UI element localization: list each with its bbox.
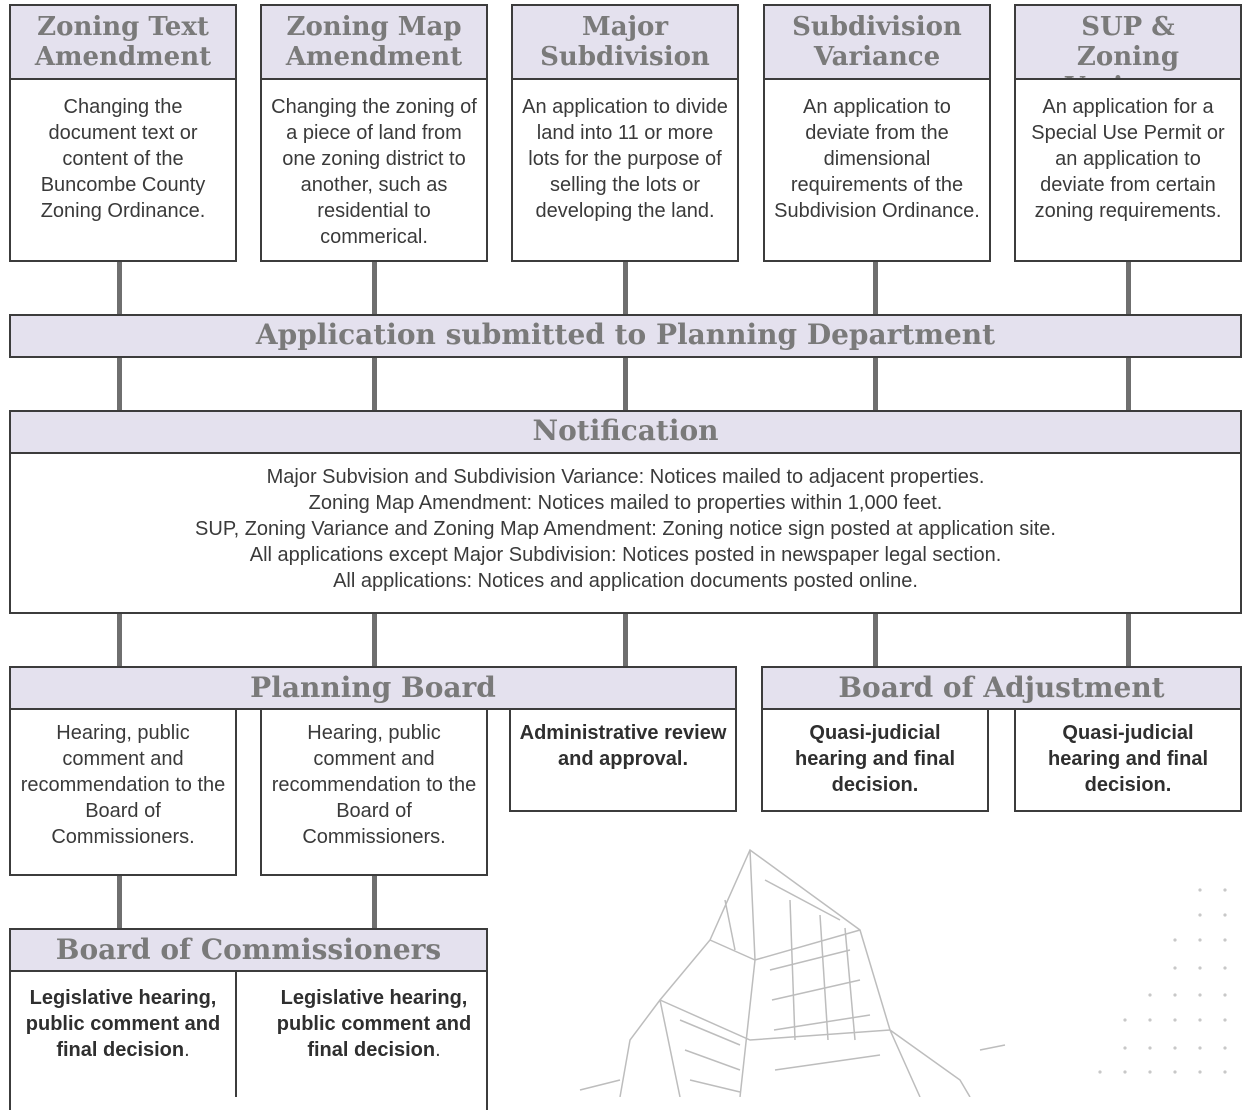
title-line: Subdivision bbox=[540, 42, 710, 72]
title-line: Zoning Text bbox=[37, 12, 209, 42]
title-line: Amendment bbox=[34, 42, 212, 72]
board-of-adjustment-step: Quasi-judicial hearing and final decisio… bbox=[1014, 708, 1242, 812]
top-box-title: Zoning Text Amendment bbox=[9, 4, 237, 80]
title-line: Variance bbox=[813, 42, 941, 72]
connector-line bbox=[623, 358, 628, 410]
connector-line bbox=[873, 614, 878, 666]
dot-pattern bbox=[1098, 888, 1227, 1074]
commissioners-step-tail: . bbox=[184, 1039, 190, 1061]
connector-line bbox=[117, 614, 122, 666]
title-line: Subdivision bbox=[792, 12, 962, 42]
top-box-description: An application for a Special Use Permit … bbox=[1014, 78, 1242, 262]
connector-line bbox=[372, 358, 377, 410]
planning-board-header: Planning Board bbox=[9, 666, 737, 710]
notification-line: SUP, Zoning Variance and Zoning Map Amen… bbox=[195, 518, 1056, 540]
notification-line: All applications: Notices and applicatio… bbox=[333, 570, 918, 592]
connector-line bbox=[117, 876, 122, 928]
notification-details: Major Subvision and Subdivision Variance… bbox=[9, 452, 1242, 614]
top-box-description: Changing the document text or content of… bbox=[9, 78, 237, 262]
notification-line: Zoning Map Amendment: Notices mailed to … bbox=[308, 492, 943, 514]
connector-line bbox=[372, 614, 377, 666]
connector-line bbox=[117, 358, 122, 410]
top-box-description: An application to deviate from the dimen… bbox=[763, 78, 991, 262]
board-of-commissioners-header: Board of Commissioners bbox=[9, 928, 488, 972]
commissioners-step-tail: . bbox=[435, 1039, 441, 1061]
title-line: Zoning Map bbox=[286, 12, 462, 42]
top-box-title: Major Subdivision bbox=[511, 4, 739, 80]
column-divider bbox=[235, 970, 237, 1097]
title-line: Major bbox=[581, 12, 669, 42]
notification-header: Notification bbox=[9, 410, 1242, 454]
application-submitted-band: Application submitted to Planning Depart… bbox=[9, 314, 1242, 358]
commissioners-step: Legislative hearing, public comment and … bbox=[9, 975, 237, 1063]
notification-line: Major Subvision and Subdivision Variance… bbox=[266, 466, 985, 488]
commissioners-step-text: Legislative hearing, public comment and … bbox=[25, 987, 221, 1061]
connector-line bbox=[117, 262, 122, 314]
connector-line bbox=[372, 262, 377, 314]
administrative-review-step: Administrative review and approval. bbox=[509, 708, 737, 812]
connector-line bbox=[1126, 262, 1131, 314]
connector-line bbox=[623, 262, 628, 314]
title-line: SUP & bbox=[1081, 12, 1175, 42]
top-box-title: SUP & Zoning Variance bbox=[1014, 4, 1242, 102]
top-box-description: An application to divide land into 11 or… bbox=[511, 78, 739, 262]
commissioners-step-text: Legislative hearing, public comment and … bbox=[276, 987, 472, 1061]
planning-board-step: Hearing, public comment and recommendati… bbox=[9, 708, 237, 876]
connector-line bbox=[372, 876, 377, 928]
notification-line: All applications except Major Subdivisio… bbox=[249, 544, 1002, 566]
connector-line bbox=[873, 262, 878, 314]
board-of-commissioners-steps bbox=[9, 970, 488, 1110]
connector-line bbox=[1126, 358, 1131, 410]
title-line: Amendment bbox=[285, 42, 463, 72]
connector-line bbox=[623, 614, 628, 666]
connector-line bbox=[1126, 614, 1131, 666]
top-box-title: Subdivision Variance bbox=[763, 4, 991, 80]
building-sketch-icon bbox=[579, 848, 1006, 1097]
board-of-adjustment-step: Quasi-judicial hearing and final decisio… bbox=[761, 708, 989, 812]
top-box-title: Zoning Map Amendment bbox=[260, 4, 488, 80]
board-of-adjustment-header: Board of Adjustment bbox=[761, 666, 1242, 710]
planning-board-step: Hearing, public comment and recommendati… bbox=[260, 708, 488, 876]
top-box-description: Changing the zoning of a piece of land f… bbox=[260, 78, 488, 262]
connector-line bbox=[873, 358, 878, 410]
commissioners-step: Legislative hearing, public comment and … bbox=[260, 975, 488, 1063]
